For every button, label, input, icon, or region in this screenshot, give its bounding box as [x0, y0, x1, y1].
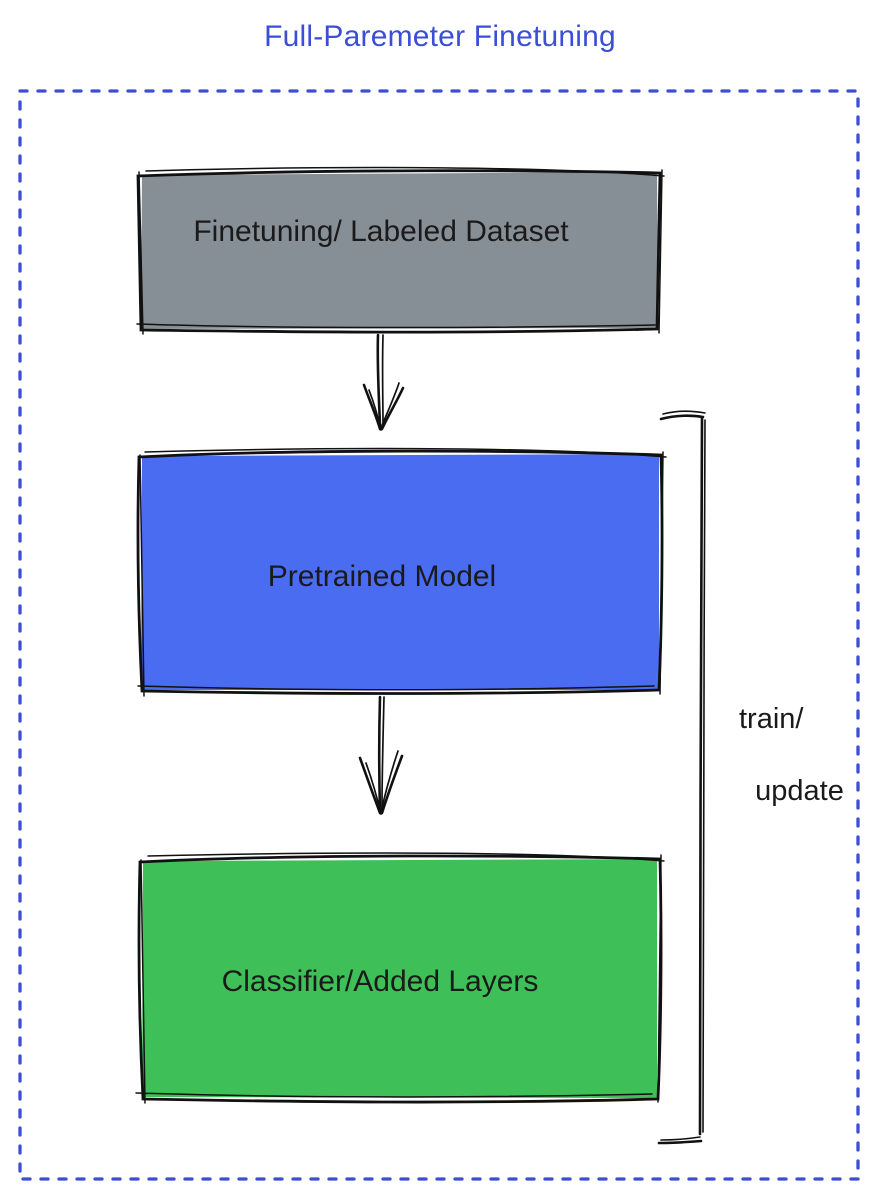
arrow-dataset-to-pretrained-icon [362, 333, 405, 431]
node-dataset-label: Finetuning/ Labeled Dataset [193, 215, 569, 248]
bracket-label-line2: update [755, 775, 844, 807]
bracket-label-line1: train/ [739, 703, 804, 735]
node-pretrained-fill [141, 454, 659, 690]
node-classifier-label: Classifier/Added Layers [221, 965, 539, 998]
node-dataset-sketch-line [136, 166, 665, 335]
node-pretrained-sketch-line [137, 447, 667, 697]
arrow-pretrained-to-classifier-icon [358, 695, 404, 815]
node-classifier-fill [142, 859, 657, 1098]
node-pretrained [136, 447, 667, 697]
node-classifier [135, 852, 665, 1104]
node-classifier-sketch-line [135, 852, 665, 1104]
node-dataset-outline [136, 169, 662, 334]
node-pretrained-outline [136, 449, 664, 695]
bracket-label: train/ update [739, 701, 844, 809]
node-dataset-fill [141, 172, 658, 329]
train-update-bracket [657, 410, 706, 1145]
node-pretrained-label: Pretrained Model [267, 560, 497, 593]
page-title: Full-Paremeter Finetuning [264, 20, 616, 53]
node-dataset [136, 166, 665, 335]
diagram-boundary [18, 89, 860, 1181]
